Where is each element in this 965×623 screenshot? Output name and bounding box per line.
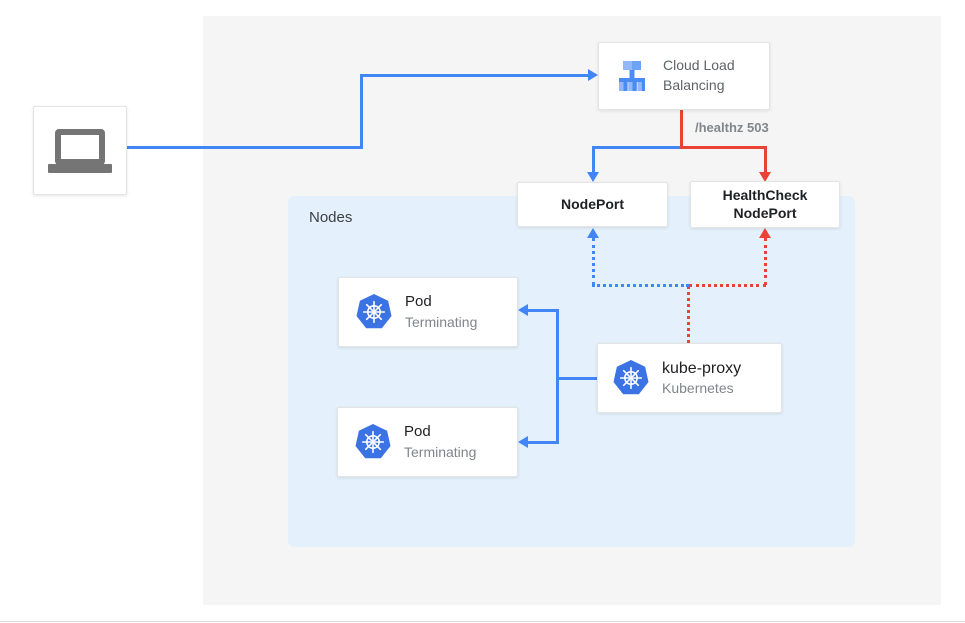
arrowhead-into-pod-1	[518, 304, 528, 316]
pod-1-title: Pod	[405, 293, 432, 311]
nodeport-card: NodePort	[517, 182, 668, 227]
healthz-503-label: /healthz 503	[695, 120, 769, 135]
flow-laptop-to-clb	[360, 74, 588, 77]
arrowhead-dotted-nodeport	[587, 228, 599, 238]
kube-proxy-card: kube-proxy Kubernetes	[597, 343, 782, 413]
flow-to-pod-2	[527, 441, 559, 444]
kubernetes-icon	[612, 359, 650, 397]
pod-2-title: Pod	[404, 423, 431, 441]
nodes-group-label: Nodes	[309, 209, 353, 226]
kubernetes-icon	[355, 293, 393, 331]
nodeport-label: NodePort	[561, 195, 624, 212]
pod-1-status: Terminating	[405, 313, 478, 330]
healthcheck-nodeport-card: HealthCheck NodePort	[690, 181, 840, 228]
arrowhead-into-nodeport	[587, 172, 599, 182]
arrowhead-into-pod-2	[518, 436, 528, 448]
cloud-load-balancing-card: Cloud Load Balancing	[598, 42, 770, 110]
pod-1-text: Pod Terminating	[405, 292, 477, 331]
cloud-load-balancing-icon	[613, 57, 651, 95]
kube-proxy-title: kube-proxy	[662, 359, 742, 377]
flow-laptop-horizontal	[127, 146, 363, 149]
arrowhead-dotted-healthcheck	[759, 228, 771, 238]
flow-clb-down-red	[680, 110, 683, 149]
pod-card-2: Pod Terminating	[337, 407, 518, 477]
dotted-horizontal-blue	[592, 284, 689, 287]
client-laptop-card	[33, 106, 127, 195]
flow-kubeproxy-out	[556, 377, 597, 380]
laptop-icon	[34, 128, 126, 173]
page-bottom-divider	[0, 621, 965, 622]
pod-2-text: Pod Terminating	[404, 422, 476, 461]
dotted-up-to-healthcheck	[764, 238, 767, 285]
dotted-kubeproxy-up	[687, 286, 690, 343]
arrowhead-into-healthcheck	[759, 172, 771, 182]
healthcheck-nodeport-label: HealthCheck NodePort	[722, 187, 808, 221]
pod-2-status: Terminating	[404, 443, 477, 460]
flow-to-pod-1	[527, 309, 559, 312]
flow-down-to-healthcheck	[764, 146, 767, 174]
arrowhead-into-clb	[588, 69, 598, 81]
cloud-load-balancing-label: Cloud Load Balancing	[663, 57, 735, 93]
flow-down-to-nodeport	[592, 146, 595, 174]
flow-pods-vertical	[556, 309, 559, 443]
flow-split-blue	[592, 146, 682, 149]
flow-laptop-vertical	[360, 74, 363, 149]
pod-card-1: Pod Terminating	[338, 277, 518, 347]
flow-split-red	[680, 146, 767, 149]
kube-proxy-subtitle: Kubernetes	[662, 380, 734, 397]
kubernetes-icon	[354, 423, 392, 461]
dotted-horizontal-red	[689, 284, 766, 287]
kube-proxy-text: kube-proxy Kubernetes	[662, 358, 741, 398]
dotted-up-to-nodeport	[592, 238, 595, 285]
